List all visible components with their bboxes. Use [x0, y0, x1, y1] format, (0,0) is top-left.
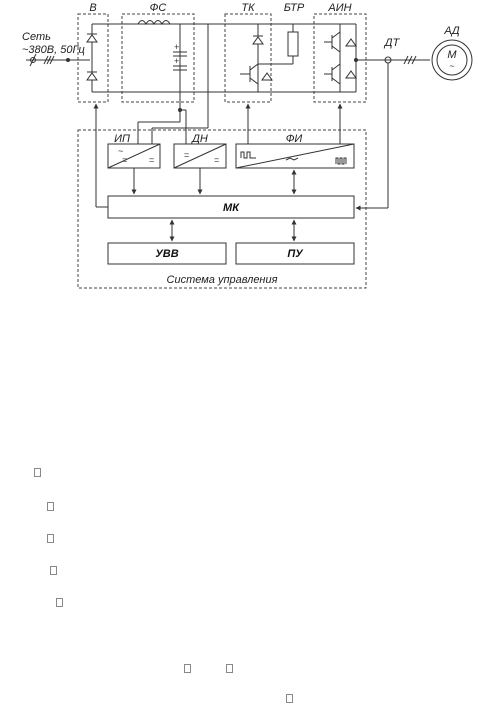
placeholder-box-1	[34, 468, 41, 477]
control-panel-label: ПУ	[287, 248, 304, 260]
transistor-key-label: ТК	[241, 2, 255, 14]
motor-tilde: ~	[449, 61, 454, 71]
control-system-box	[77, 129, 367, 289]
motor-symbol: М	[447, 49, 457, 61]
power-supply-label: ИП	[114, 133, 130, 145]
io-device-block	[107, 242, 227, 265]
power-supply-dc2: =	[149, 155, 154, 165]
rectifier-box	[77, 13, 109, 103]
motor-label: АД	[443, 25, 459, 37]
power-supply-ac: ~	[118, 146, 123, 156]
pulse-former-symbols	[240, 151, 347, 165]
rectifier-label: В	[89, 2, 96, 14]
current-sensor	[384, 55, 417, 208]
rectifier-diodes	[86, 24, 98, 92]
voltage-sensor-label: ДН	[190, 133, 208, 145]
control-system-label: Система управления	[167, 274, 278, 286]
transistor-key-box	[224, 13, 272, 103]
control-connections	[93, 24, 388, 242]
motor	[431, 39, 473, 81]
current-sensor-label: ДТ	[383, 37, 401, 49]
grid-label: Сеть	[22, 31, 51, 43]
voltage-sensor-dc1: =	[184, 150, 189, 160]
inverter-components	[324, 24, 430, 92]
placeholder-box-6	[184, 664, 191, 673]
placeholder-box-5	[56, 598, 63, 607]
voltage-sensor-dc2: =	[214, 155, 219, 165]
placeholder-box-2	[47, 502, 54, 511]
placeholder-box-8	[286, 694, 293, 703]
grid-input	[26, 53, 90, 67]
filter-label: ФС	[150, 2, 167, 14]
placeholder-box-7	[226, 664, 233, 673]
microcontroller-label: МК	[223, 202, 240, 214]
capacitor-plus-1: +	[174, 42, 179, 52]
filter-box	[121, 13, 195, 103]
placeholder-box-3	[47, 534, 54, 543]
transistor-key-components	[240, 24, 273, 92]
brake-resistor	[258, 24, 299, 65]
grid-voltage-label: ~380В, 50Гц	[22, 44, 85, 56]
control-panel-block	[235, 242, 355, 265]
placeholder-box-4	[50, 566, 57, 575]
filter-components: + +	[137, 20, 187, 92]
dc-bus	[92, 23, 356, 93]
power-supply-dc1: =	[122, 155, 127, 165]
inverter-label: АИН	[327, 2, 351, 14]
capacitor-plus-2: +	[174, 56, 179, 66]
pulse-former-label: ФИ	[286, 133, 303, 145]
brake-resistor-label: БТР	[284, 2, 305, 14]
io-device-label: УВВ	[155, 248, 178, 260]
inverter-box	[313, 13, 367, 103]
